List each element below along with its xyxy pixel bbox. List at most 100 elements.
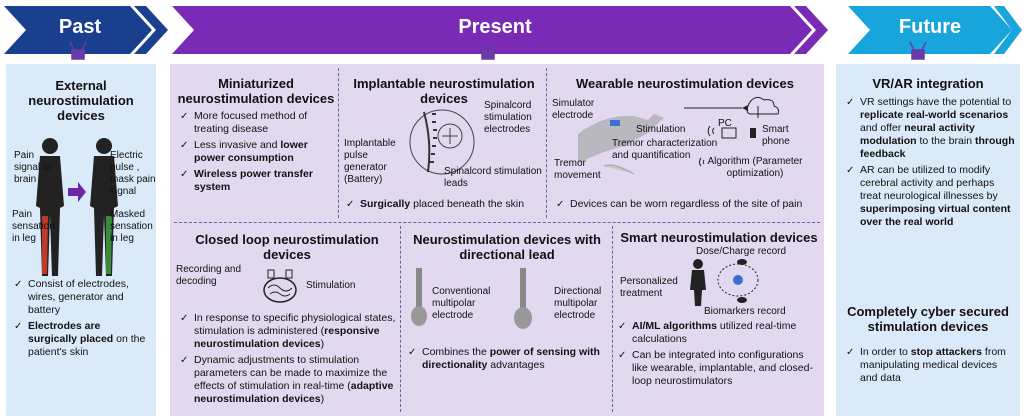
smart-title: Smart neurostimulation devices (620, 230, 818, 245)
closed-bullet-1: In response to specific physiological st… (180, 312, 398, 351)
generator-label: Implantable pulse generator (Battery) (344, 138, 396, 185)
smartphone-label: Smart phone (762, 124, 790, 147)
smart-bullet-1: AI/ML algorithms utilized real-time calc… (618, 320, 820, 346)
wearable-bullet-1: Devices can be worn regardless of the si… (556, 198, 820, 211)
closed-bullet-1-pre: In response to specific physiological st… (194, 312, 396, 337)
wifi-icon (707, 125, 715, 137)
masked-sensation-label: Masked sensation in leg (110, 209, 153, 244)
sec-b1-pre: In order to (860, 346, 911, 358)
implant-title: Implantable neurostimulation devices (353, 76, 535, 106)
binder-clips (69, 41, 927, 60)
directional-bullet-1-pre: Combines the (422, 346, 490, 358)
mini-bullets: More focused method of treating disease … (180, 110, 334, 197)
closed-bullet-1-post: ) (320, 338, 325, 350)
directional-title: Neurostimulation devices with directiona… (413, 232, 601, 262)
divider-3 (400, 226, 401, 412)
tremor-movement-label: Tremor movement (554, 158, 601, 181)
device-icon (733, 275, 743, 285)
closed-bullet-2: Dynamic adjustments to stimulation param… (180, 354, 398, 406)
present-arrow (172, 6, 812, 54)
implant-bullets: Surgically placed beneath the skin (346, 198, 542, 214)
vr-b1-mid: and offer (860, 122, 905, 134)
sim-electrode-label: Simulator electrode (552, 98, 595, 121)
past-arrow-chevron (134, 6, 168, 54)
wifi-icon-2 (699, 157, 705, 167)
vr-b1-mid2: to the brain (916, 135, 975, 147)
directional-bullet-1-bold: power of sensing with directionality (422, 346, 600, 371)
past-bullet-1: Consist of electrodes, wires, generator … (14, 278, 146, 317)
mini-bullet-2-pre: Less invasive and (194, 139, 281, 151)
divider-2 (546, 68, 547, 218)
mini-bullet-1: More focused method of treating disease (180, 110, 334, 136)
security-title: Completely cyber secured stimulation dev… (847, 304, 1009, 334)
closed-title: Closed loop neurostimulation devices (195, 232, 379, 262)
implant-bullet-1: Surgically placed beneath the skin (346, 198, 542, 211)
smart-diagram (690, 259, 759, 306)
past-arrow (4, 6, 152, 54)
past-bullet-2-bold: Electrodes are surgically placed (28, 320, 114, 345)
closed-bullets: In response to specific physiological st… (180, 312, 398, 409)
smart-bullet-1-rest: utilized real-time calculations (632, 320, 797, 345)
closed-bullet-2-bold: adaptive neurostimulation devices (194, 380, 394, 405)
vr-b1-bold3: through feedback (860, 135, 1015, 160)
smart-bullet-1-bold: AI/ML algorithms (632, 320, 717, 332)
biomarkers-label: Biomarkers record (704, 306, 786, 317)
future-arrow-chevron (994, 6, 1022, 54)
past-bullets: Consist of electrodes, wires, generator … (14, 278, 146, 362)
future-arrow (848, 6, 1012, 54)
cloud-icon (746, 96, 779, 115)
directional-bullet-1-post: advantages (487, 359, 545, 371)
conventional-electrode-icon (416, 268, 422, 314)
mini-bullet-3: Wireless power transfer system (180, 168, 334, 194)
vr-title: VR/AR integration (872, 76, 984, 91)
directional-electrode-icon (520, 268, 526, 314)
smart-bullets: AI/ML algorithms utilized real-time calc… (618, 320, 820, 391)
spine-electrodes-label: Spinalcord stimulation electrodes (484, 100, 532, 135)
electrodes-icon (411, 268, 532, 329)
mini-bullet-2: Less invasive and lower power consumptio… (180, 139, 334, 165)
stimulation-label: Stimulation (636, 124, 686, 135)
closed-bullet-2-post: ) (320, 393, 325, 405)
future-panel: VR/AR integration VR settings have the p… (836, 64, 1020, 416)
present-clip-icon (479, 41, 497, 60)
sec-b1-rest: from manipulating medical devices and da… (860, 346, 1006, 384)
tremor-hand-icon (603, 164, 635, 175)
pc-icon (721, 127, 737, 139)
wearable-bullets: Devices can be worn regardless of the si… (556, 198, 820, 214)
wearable-title: Wearable neurostimulation devices (576, 76, 794, 91)
security-bullets: In order to stop attackers from manipula… (846, 346, 1016, 388)
sec-b1-bold: stop attackers (910, 346, 982, 358)
present-banner-label: Present (458, 16, 532, 38)
vr-b1-pre: VR settings have the potential to (860, 96, 1012, 108)
closed-bullet-1-bold: responsive neurostimulation devices (194, 325, 380, 350)
vr-b2-bold: superimposing virtual content over the r… (860, 203, 1011, 228)
divider-4 (612, 226, 613, 412)
divider-row (174, 222, 820, 223)
vr-b1-bold2: neural activity modulation (860, 122, 975, 147)
smart-bullet-2: Can be integrated into configurations li… (618, 349, 820, 388)
future-clip-icon (909, 41, 927, 60)
implant-bullet-1-rest: placed beneath the skin (410, 198, 525, 210)
mini-title: Miniaturized neurostimulation devices (177, 76, 335, 106)
algorithm-label: Algorithm (Parameter optimization) (707, 156, 803, 179)
wearable-diagram (578, 96, 779, 175)
recording-label: Recording and decoding (176, 264, 242, 287)
phone-icon (750, 128, 756, 138)
vr-bullet-2: AR can be utilized to modify cerebral ac… (846, 164, 1016, 229)
mini-bullet-2-bold: lower power consumption (194, 139, 308, 164)
dose-label: Dose/Charge record (696, 246, 787, 257)
mini-bullet-3-bold: Wireless power transfer system (194, 168, 313, 193)
brain-device-icon (263, 269, 297, 303)
person-icon (693, 259, 703, 269)
tremor-char-label: Tremor characterization and quantificati… (612, 138, 718, 161)
electrode-icon (610, 120, 620, 126)
past-panel: External neurostimulation devices Pain s… (6, 64, 156, 416)
vr-b2-pre: AR can be utilized to modify cerebral ac… (860, 164, 998, 202)
spine-icon (409, 109, 475, 175)
pc-label: PC (718, 118, 732, 129)
future-banner-label: Future (898, 16, 962, 38)
spine-leads-label: Spinalcord stimulation leads (444, 166, 542, 189)
past-banner-label: Past (58, 16, 102, 38)
divider-1 (338, 68, 339, 218)
closed-bullet-2-pre: Dynamic adjustments to stimulation param… (194, 354, 388, 392)
